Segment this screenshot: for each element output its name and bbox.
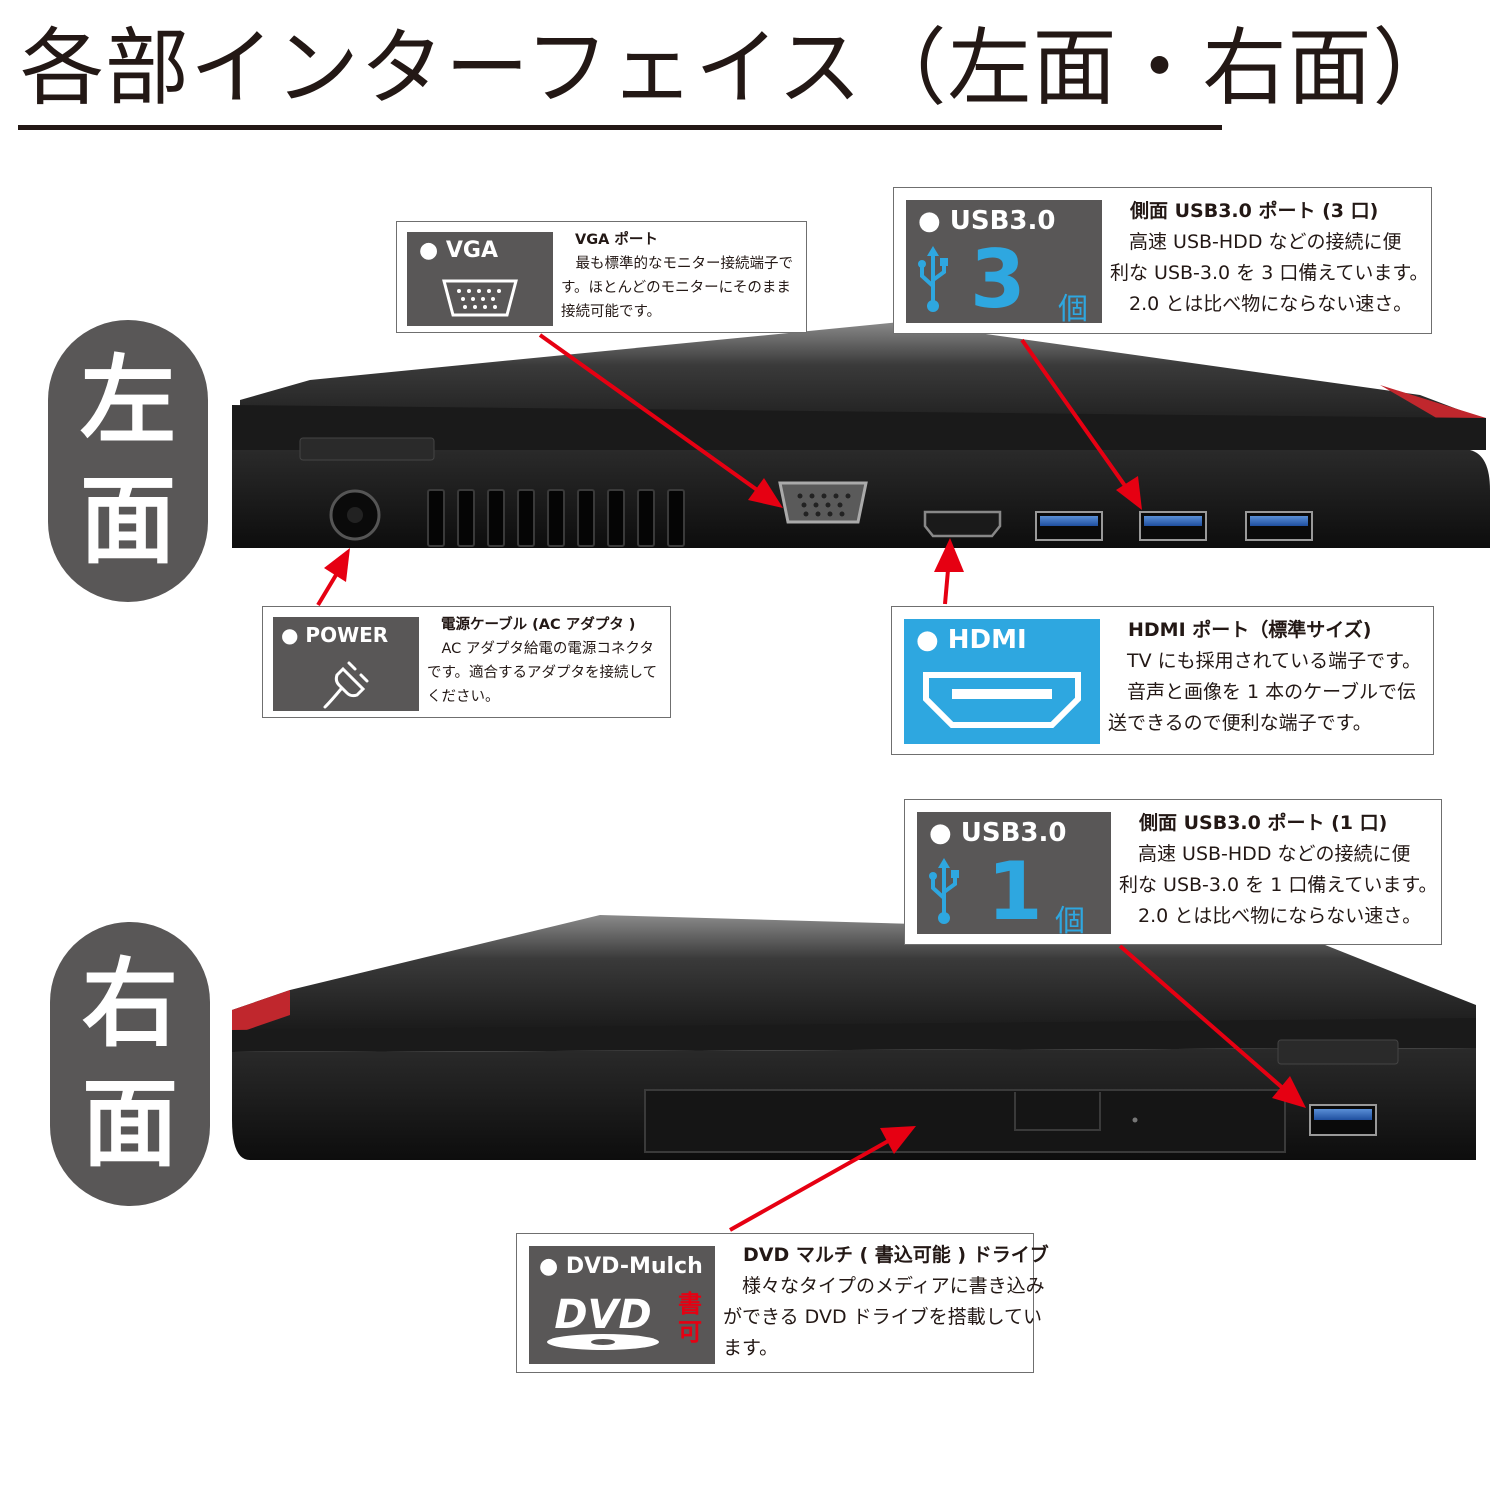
dvd-writable-badge: 書 可 [677,1290,703,1346]
right-side-laptop [232,915,1476,1160]
hdmi-line-3: 送できるので便利な端子です。 [1108,712,1372,734]
power-plug-icon [323,661,369,709]
usb-right-count-unit: 個 [1055,904,1085,939]
power-callout: ● POWER 電源ケーブル (AC アダプタ ) AC アダプタ給電の電源コネ… [262,606,671,718]
left-side-char-2: 面 [80,465,176,577]
right-side-char-1: 右 [82,948,178,1060]
dvd-line-1: 様々なタイプのメディアに書き込み [742,1275,1045,1297]
vga-description: VGA ポート 最も標準的なモニター接続端子で す。ほとんどのモニターにそのまま… [561,228,801,324]
usb-left-tag-label: ● USB3.0 [918,206,1056,236]
hdmi-line-1: TV にも採用されている端子です。 [1127,650,1422,672]
dvd-tag-label: ● DVD-Mulch [539,1254,703,1279]
vga-tag: ● VGA [407,232,553,326]
vga-line-3: 接続可能です。 [561,304,662,320]
dvd-logo-icon: DVD [547,1292,659,1350]
usb-left-tag: ● USB3.0 3 個 [906,200,1102,327]
hdmi-port-icon [923,672,1081,728]
usb-left-callout: ● USB3.0 3 個 側面 USB3.0 ポート (3 口) 高速 USB-… [893,187,1432,334]
vga-line-2: す。ほとんどのモニターにそのまま [561,280,791,296]
power-tag-label: ● POWER [281,623,389,647]
vga-title: VGA ポート [575,232,658,248]
usb-left-count-unit: 個 [1058,292,1088,327]
title-underline [18,125,1222,130]
power-title: 電源ケーブル (AC アダプタ ) [441,617,636,633]
page-title: 各部インターフェイス（左面・右面） [20,19,1458,117]
usb-left-title: 側面 USB3.0 ポート (3 口) [1130,200,1379,222]
vga-port-icon [442,279,518,317]
usb-right-line-1: 高速 USB-HDD などの接続に便 [1138,843,1411,865]
usb-left-description: 側面 USB3.0 ポート (3 口) 高速 USB-HDD などの接続に便 利… [1110,196,1430,320]
usb-right-tag: ● USB3.0 1 個 [917,812,1111,939]
hdmi-description: HDMI ポート（標準サイズ) TV にも採用されている端子です。 音声と画像を… [1108,615,1432,739]
usb-left-line-3: 2.0 とは比べ物にならない速さ。 [1129,293,1413,315]
usb-right-count: 1 [987,845,1043,938]
usb-right-line-3: 2.0 とは比べ物にならない速さ。 [1138,905,1422,927]
power-line-2: です。適合するアダプタを接続して [427,665,658,681]
usb-right-tag-label: ● USB3.0 [929,818,1067,848]
usb-left-line-1: 高速 USB-HDD などの接続に便 [1129,231,1402,253]
usb-right-callout: ● USB3.0 1 個 側面 USB3.0 ポート (1 口) 高速 USB-… [904,799,1442,945]
usb-icon [929,858,959,924]
right-side-badge: 右 面 [50,922,210,1206]
usb-left-count: 3 [970,233,1026,326]
hdmi-title: HDMI ポート（標準サイズ) [1128,619,1372,641]
hdmi-callout: ● HDMI HDMI ポート（標準サイズ) TV にも採用されている端子です。… [891,606,1434,755]
vga-line-1: 最も標準的なモニター接続端子で [575,256,794,272]
right-side-char-2: 面 [82,1068,178,1180]
usb-right-line-2: 利な USB-3.0 を 1 口備えています。 [1119,874,1438,896]
usb-right-title: 側面 USB3.0 ポート (1 口) [1139,812,1388,834]
dvd-line-2: ができる DVD ドライブを搭載してい [723,1306,1043,1328]
dvd-badge-char-2: 可 [678,1318,702,1346]
usb-left-line-2: 利な USB-3.0 を 3 口備えています。 [1110,262,1429,284]
usb-right-description: 側面 USB3.0 ポート (1 口) 高速 USB-HDD などの接続に便 利… [1119,808,1439,932]
hdmi-tag-label: ● HDMI [916,625,1027,655]
hdmi-line-2: 音声と画像を 1 本のケーブルで伝 [1127,681,1417,703]
left-side-badge: 左 面 [48,320,208,602]
dvd-title: DVD マルチ ( 書込可能 ) ドライブ [743,1244,1049,1266]
svg-text:DVD: DVD [554,1292,651,1338]
power-line-3: ください。 [427,689,500,705]
callout-arrows [316,333,1306,1232]
dvd-line-3: ます。 [723,1337,779,1359]
dvd-badge-char-1: 書 [678,1290,702,1318]
power-description: 電源ケーブル (AC アダプタ ) AC アダプタ給電の電源コネクタ です。適合… [427,613,667,709]
usb-icon [918,246,948,312]
hdmi-tag: ● HDMI [904,619,1100,744]
dvd-callout: ● DVD-Mulch DVD 書 可 DVD マルチ ( 書込可能 ) ドライ… [516,1233,1049,1373]
power-tag: ● POWER [273,617,419,711]
vga-callout: ● VGA VGA ポート 最も標準的なモニター接続端子で す。ほとんどのモニタ… [396,221,807,333]
left-side-char-1: 左 [80,345,176,457]
dvd-description: DVD マルチ ( 書込可能 ) ドライブ 様々なタイプのメディアに書き込み が… [723,1240,1049,1364]
left-side-laptop [232,322,1490,548]
dvd-tag: ● DVD-Mulch DVD 書 可 [529,1246,715,1364]
power-line-1: AC アダプタ給電の電源コネクタ [441,641,654,657]
vga-tag-label: ● VGA [419,238,498,263]
